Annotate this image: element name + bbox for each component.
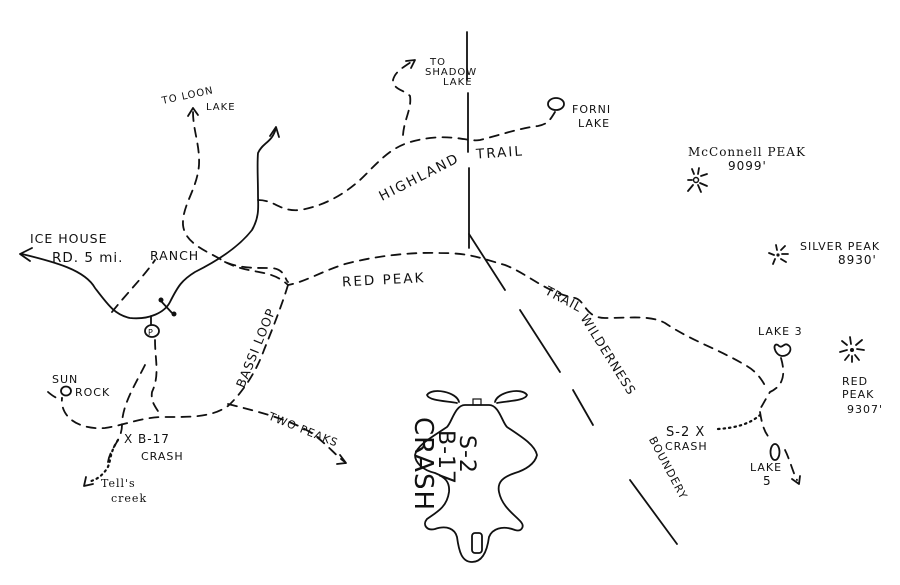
forni-lake-label-2: LAKE	[578, 117, 610, 130]
silver-peak-elevation: 8930'	[838, 253, 877, 267]
mcconnell-peak-label: McConnell PEAK	[688, 145, 806, 159]
red-peak-icon	[839, 336, 865, 363]
lake-5-south-trail	[784, 449, 798, 481]
tells-creek-label-1: Tell's	[101, 477, 136, 490]
sun-rock-label-2: ROCK	[75, 386, 110, 399]
shadow-lake-label-3: LAKE	[443, 77, 473, 88]
lake-3-trail	[757, 357, 785, 413]
plane-s2-text: S-2	[454, 435, 479, 474]
red-peak-label-2: PEAK	[842, 388, 874, 401]
parking-label: P	[148, 328, 154, 337]
parking-south-trail	[150, 339, 161, 418]
plane-b17-text: B-17	[433, 430, 458, 485]
b17-crash-label-2: CRASH	[141, 450, 184, 463]
bassi-loop-label: BASSI LOOP	[233, 306, 279, 390]
ice-house-label: ICE HOUSE	[30, 231, 108, 246]
red-peak-trail	[224, 251, 768, 391]
wilderness-label: WILDERNESS	[578, 312, 640, 398]
ice-house-road	[19, 126, 280, 320]
lake-3-label: LAKE 3	[758, 325, 803, 338]
lake-5-trail	[759, 411, 773, 441]
ice-house-arrow-icon	[19, 247, 33, 262]
north-road-arrow-icon	[269, 126, 280, 138]
shadow-lake-trail	[392, 59, 415, 136]
wilderness-boundary-line	[466, 31, 678, 545]
lake-5-arrow-icon	[791, 475, 801, 485]
b17-crash-label: X B-17	[124, 432, 170, 446]
tells-creek-label-2: creek	[111, 492, 147, 505]
s2-crash-label-2: CRASH	[665, 440, 708, 453]
plane-drawing	[414, 390, 538, 563]
highland-trail-label: HIGHLAND	[376, 150, 462, 204]
ranch-label: RANCH	[150, 248, 199, 263]
loon-lake-label-2: LAKE	[206, 102, 236, 113]
lake-5-label-1: LAKE	[750, 461, 782, 474]
sun-rock-label-1: SUN	[52, 373, 78, 386]
plane-label: S-2 B-17 CRASH	[408, 417, 479, 511]
ice-house-distance-label: RD. 5 mi.	[52, 250, 123, 266]
shadow-lake-arrow-icon	[405, 59, 416, 69]
tells-creek-arrow-icon	[83, 476, 94, 487]
highland-trail	[257, 111, 556, 212]
sun-rock-icon	[60, 385, 72, 397]
silver-peak-icon	[768, 244, 789, 265]
mcconnell-peak-icon	[687, 167, 708, 193]
forni-lake-icon	[547, 97, 565, 111]
two-peaks-arrow-icon	[336, 454, 347, 465]
gate-icon	[158, 297, 177, 317]
bassi-loop-trail	[61, 284, 289, 430]
loon-lake-arrow-icon	[187, 107, 199, 117]
loon-lake-trail	[182, 111, 289, 283]
red-peak-elevation: 9307'	[847, 403, 883, 416]
parking-icon: P	[144, 315, 160, 338]
red-peak-trail-label-2: TRAIL	[542, 282, 585, 315]
ranch-trail	[111, 259, 156, 313]
s2-crash-trail	[716, 413, 762, 431]
highland-trail-label-2: TRAIL	[475, 143, 525, 162]
red-peak-label-1: RED	[842, 375, 868, 388]
lake-5-label-2: 5	[763, 474, 772, 488]
lake-3-icon	[773, 343, 792, 357]
plane-crash-text: CRASH	[408, 417, 438, 511]
sun-rock-west-trail	[47, 391, 63, 400]
silver-peak-label: SILVER PEAK	[800, 240, 880, 253]
red-peak-trail-label: RED PEAK	[342, 270, 426, 290]
tells-creek-trail	[86, 438, 120, 484]
lake-5-icon	[769, 443, 781, 461]
two-peaks-trail	[227, 403, 346, 463]
sun-rock-trail	[107, 364, 146, 463]
mcconnell-peak-elevation: 9099'	[728, 159, 767, 173]
shadow-lake-label-1: TO	[429, 57, 446, 68]
s2-crash-label: S-2 X	[666, 425, 705, 440]
shadow-lake-label-2: SHADOW	[425, 67, 477, 78]
two-peaks-label: TWO PEAKS	[266, 410, 340, 450]
forni-lake-label-1: FORNI	[572, 103, 611, 116]
